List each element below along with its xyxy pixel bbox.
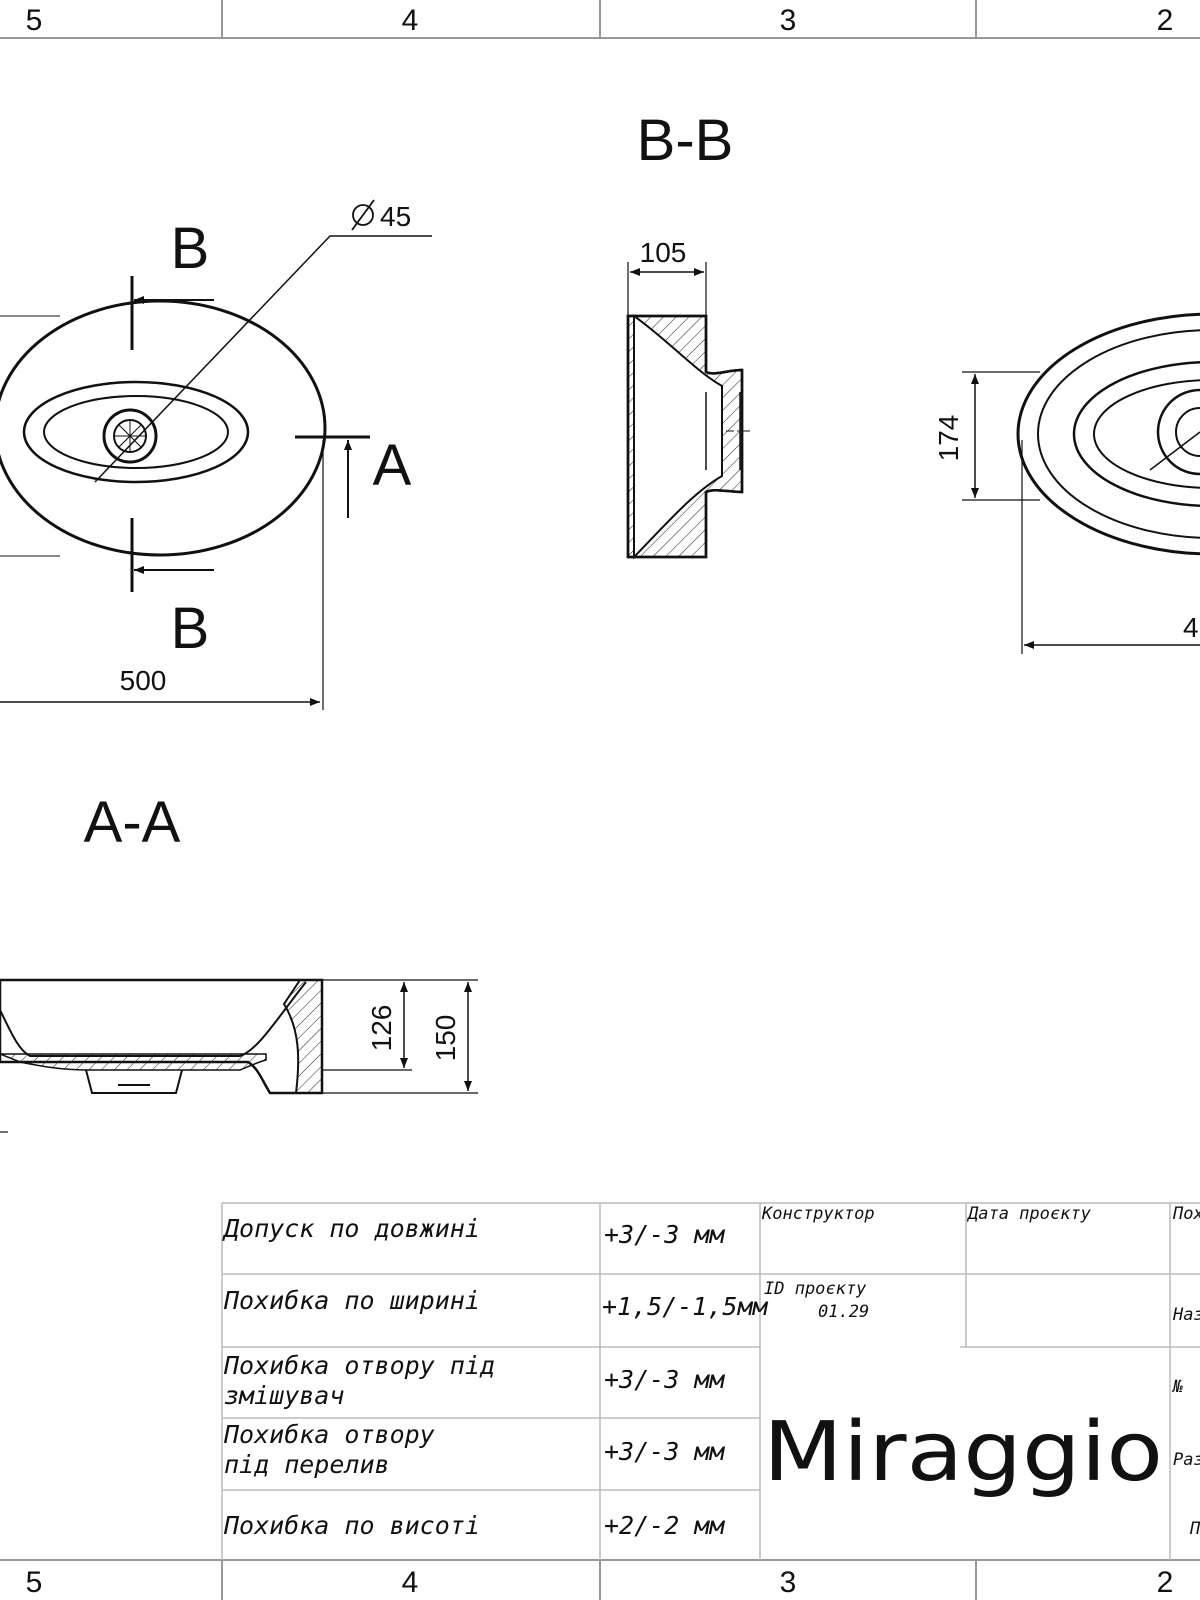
- zone-label-bottom-4: 4: [402, 1566, 419, 1599]
- project-id-value: 01.29: [818, 1302, 869, 1322]
- cut-label-pox: Пох: [1172, 1204, 1200, 1224]
- dim-inner-126: 126: [366, 1005, 397, 1052]
- section-mark-a: A: [373, 433, 412, 498]
- project-date-label: Дата проєкту: [966, 1204, 1092, 1224]
- diameter-symbol-icon: [351, 199, 375, 231]
- dim-hole-45: 45: [380, 201, 411, 232]
- dim-total-150: 150: [430, 1015, 461, 1062]
- project-id-label: ID проєкту: [764, 1279, 867, 1299]
- zone-label-bottom-3: 3: [780, 1566, 797, 1599]
- plan-view: [0, 235, 432, 710]
- zone-strip-bottom: [0, 1559, 1200, 1600]
- tolerance-row-4-label-line-1: Похибка отвору: [223, 1420, 435, 1449]
- dim-depth-105: 105: [640, 237, 687, 268]
- tolerance-row-5-value: +2/-2 мм: [604, 1511, 725, 1540]
- section-aa-title: A-A: [84, 790, 181, 855]
- dim-height-174: 174: [933, 415, 964, 462]
- designer-label: Конструктор: [761, 1204, 875, 1224]
- tolerance-row-5-label: Похибка по висоті: [223, 1511, 480, 1540]
- tolerance-row-3-label-line-2: змішувач: [224, 1381, 344, 1410]
- tolerance-row-3-label-line-1: Похибка отвору під: [223, 1351, 495, 1380]
- brand-logo: Miraggio: [763, 1405, 1163, 1500]
- cut-label-naz: Наз: [1172, 1305, 1200, 1325]
- zone-label-top-5: 5: [26, 4, 43, 37]
- zone-label-bottom-5: 5: [26, 1566, 43, 1599]
- section-aa-profile: [0, 978, 478, 1133]
- dim-width-500: 500: [120, 665, 167, 696]
- section-mark-b-bottom: B: [171, 596, 210, 661]
- zone-strip-top: [0, 0, 1200, 39]
- zone-label-top-3: 3: [780, 4, 797, 37]
- cut-label-raz: Раз: [1173, 1450, 1200, 1470]
- tolerance-row-1-value: +3/-3 мм: [604, 1220, 725, 1249]
- tolerance-row-4-label-line-2: під перелив: [224, 1450, 390, 1479]
- zone-label-bottom-2: 2: [1157, 1566, 1174, 1599]
- tolerance-row-2-label: Похибка по ширині: [223, 1286, 480, 1315]
- drain-hole-outer: [102, 408, 158, 464]
- tolerance-row-3-value: +3/-3 мм: [604, 1365, 725, 1394]
- tolerance-row-1-label: Допуск по довжині: [222, 1214, 480, 1243]
- cut-label-p: П: [1189, 1519, 1200, 1539]
- tolerance-table: [221, 1202, 1200, 1560]
- section-bb-profile: [626, 262, 752, 560]
- right-plan-view: [962, 312, 1200, 654]
- zone-label-top-2: 2: [1157, 4, 1174, 37]
- section-bb-title: B-B: [637, 108, 734, 173]
- section-mark-b-top: B: [171, 216, 210, 281]
- cut-label-number: №: [1171, 1377, 1183, 1397]
- tolerance-row-4-value: +3/-3 мм: [604, 1437, 725, 1466]
- tolerance-row-2-value: +1,5/-1,5мм: [602, 1292, 769, 1321]
- dim-width-partial: 4: [1183, 612, 1199, 643]
- zone-label-top-4: 4: [402, 4, 419, 37]
